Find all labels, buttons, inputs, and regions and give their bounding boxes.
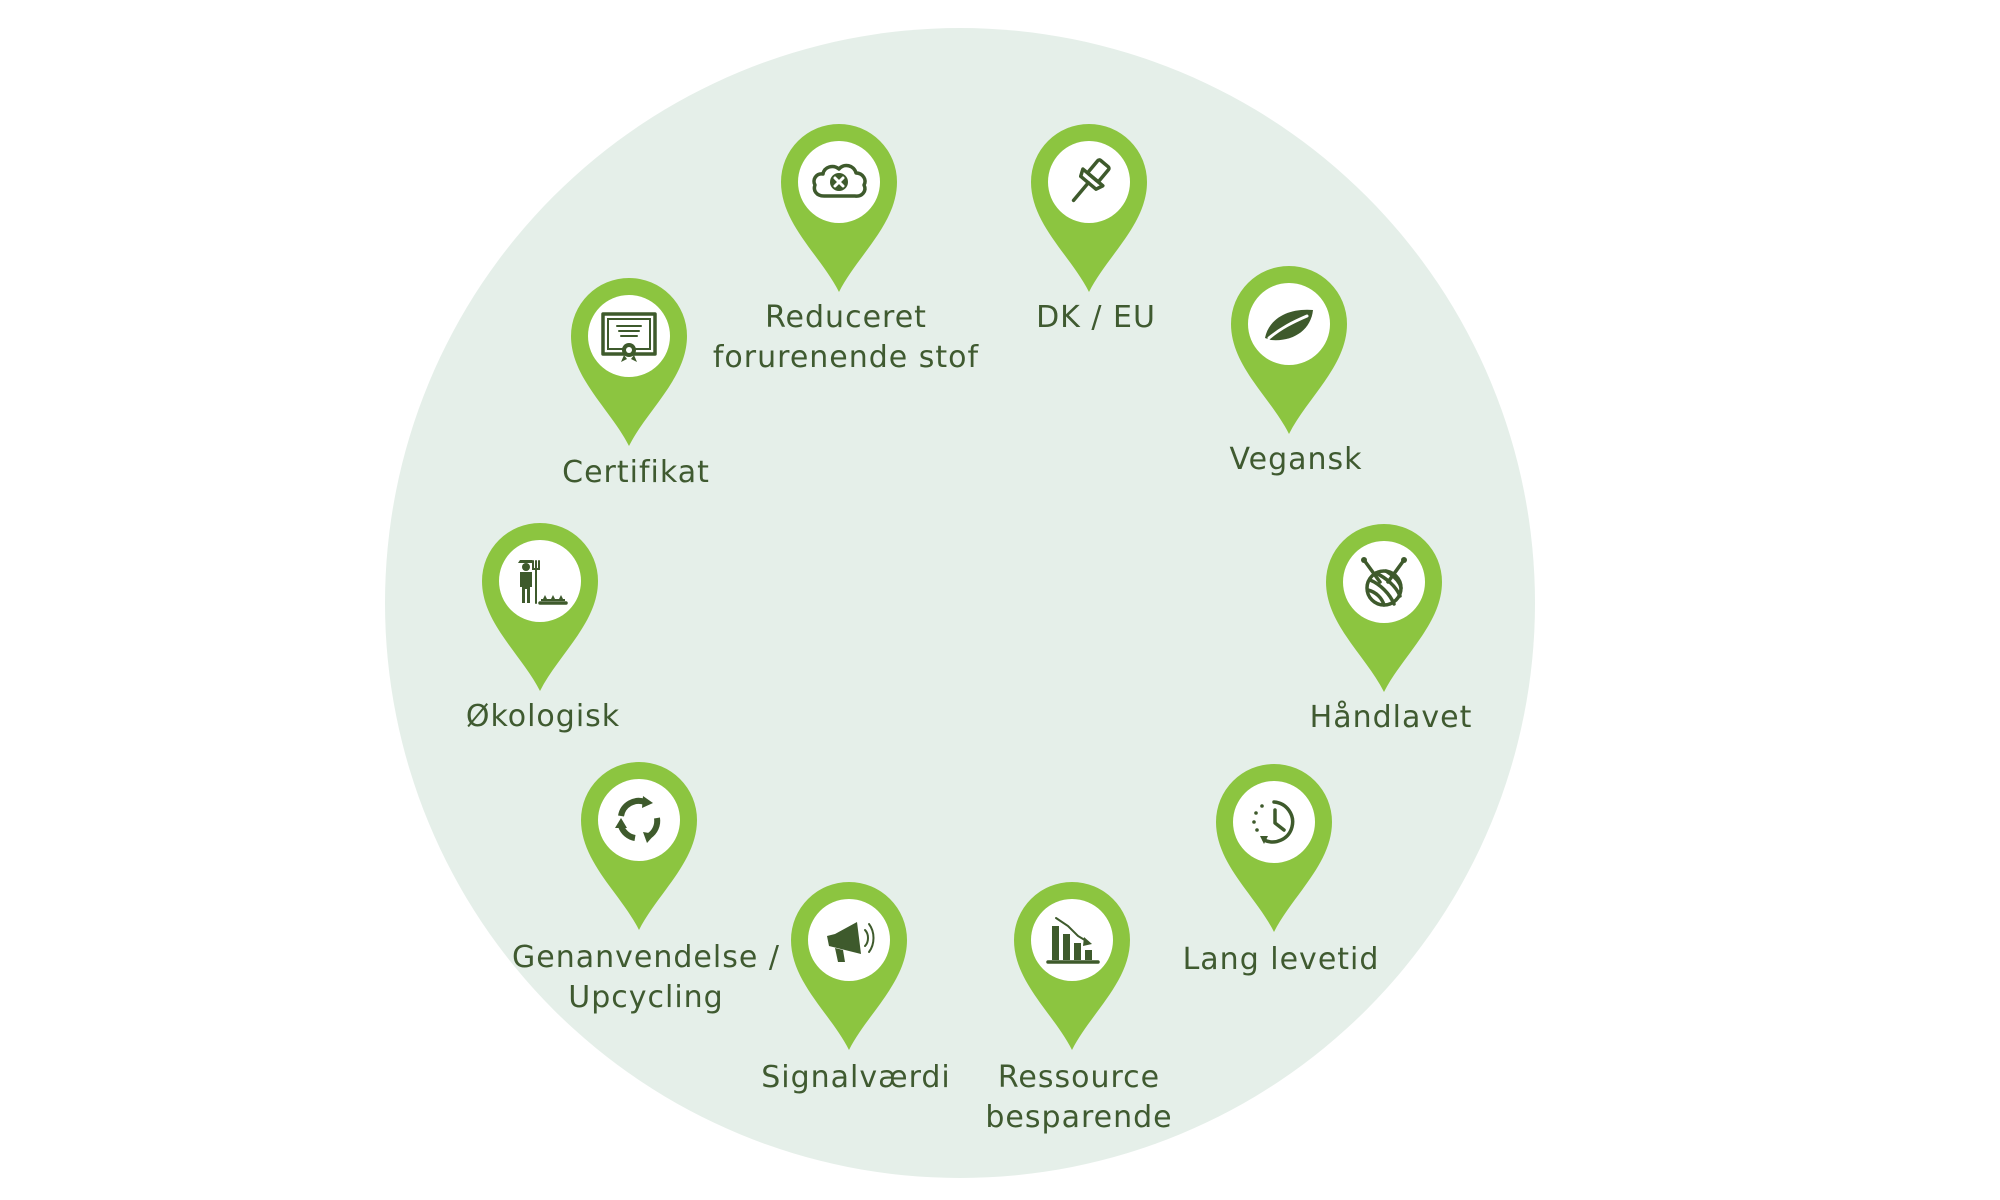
pin-genanvendelse xyxy=(581,762,697,930)
pin-signalvaerdi xyxy=(791,882,907,1050)
cloud-x-icon xyxy=(812,163,867,198)
pin-certifikat xyxy=(571,278,687,446)
label-genanvendelse: Genanvendelse / Upcycling xyxy=(512,940,780,1015)
pin-reduceret xyxy=(781,124,897,292)
pin-haandlavet xyxy=(1326,524,1442,692)
label-haandlavet: Håndlavet xyxy=(1309,700,1473,735)
pin-dk-eu xyxy=(1031,124,1147,292)
label-vegansk: Vegansk xyxy=(1229,442,1363,477)
pushpin-icon xyxy=(1071,158,1111,203)
pin-marker xyxy=(581,762,697,930)
farmer-icon xyxy=(518,560,568,605)
pin-vegansk xyxy=(1231,266,1347,434)
label-certifikat: Certifikat xyxy=(562,455,710,490)
leaf-icon xyxy=(1265,309,1313,341)
label-reduceret: Reduceret forurenende stof xyxy=(712,300,980,375)
label-oekologisk: Økologisk xyxy=(465,699,621,734)
label-lang-levetid: Lang levetid xyxy=(1182,942,1380,977)
label-signalvaerdi: Signalværdi xyxy=(761,1060,951,1095)
yarn-ball-icon xyxy=(1361,557,1407,607)
clock-history-icon xyxy=(1252,800,1295,844)
label-dk-eu: DK / EU xyxy=(1036,300,1156,335)
label-ressource: Ressource besparende xyxy=(985,1060,1173,1135)
certificate-icon xyxy=(601,312,657,362)
recycle-arrows-icon xyxy=(615,796,661,843)
pin-lang-levetid xyxy=(1216,764,1332,932)
pin-ressource xyxy=(1014,882,1130,1050)
megaphone-icon xyxy=(827,922,875,962)
pin-oekologisk xyxy=(482,523,598,691)
bar-chart-decline-icon xyxy=(1046,917,1100,964)
